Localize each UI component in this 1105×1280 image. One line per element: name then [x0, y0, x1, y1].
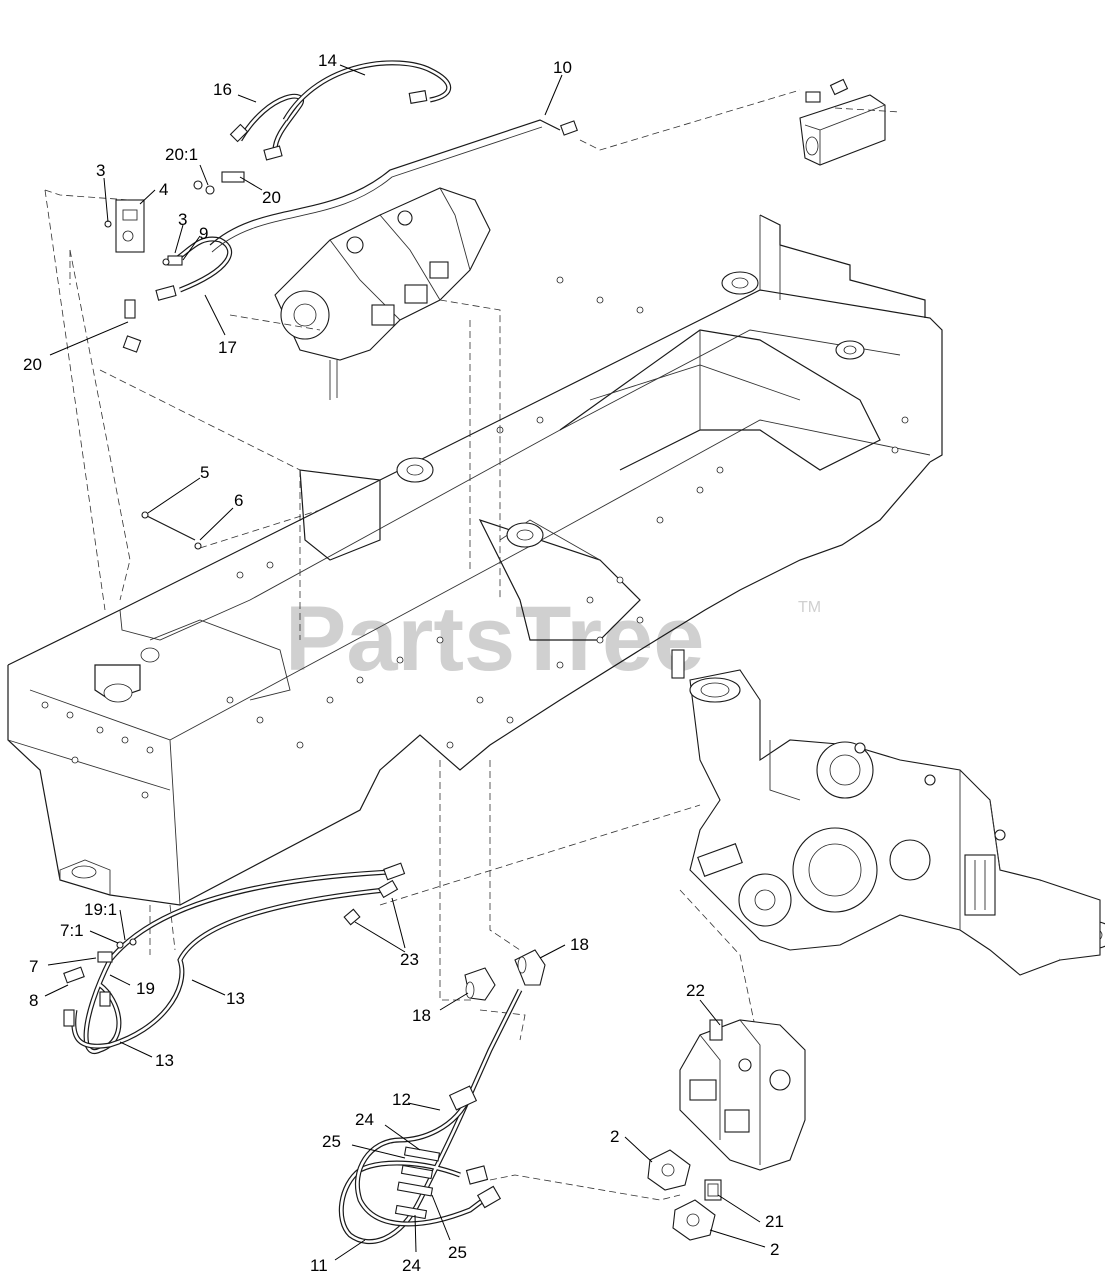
frame-holes	[41, 276, 909, 799]
callout-3a: 3	[96, 161, 105, 180]
charge-hoses	[338, 988, 523, 1245]
leader-lines	[44, 64, 766, 1261]
callout-2b: 2	[770, 1240, 779, 1259]
routing-lines	[44, 89, 901, 1201]
callout-20a: 20	[262, 188, 281, 207]
control-valve	[115, 199, 145, 253]
callout-4: 4	[159, 180, 168, 199]
callout-19-1: 19:1	[84, 900, 117, 919]
callout-9: 9	[199, 224, 208, 243]
callout-3b: 3	[178, 210, 187, 229]
hydro-pump-lower	[679, 1019, 806, 1171]
watermark-text: PartsTree	[285, 588, 704, 690]
hydraulic-hoses-lower	[63, 862, 406, 1054]
callout-23: 23	[400, 950, 419, 969]
callout-25a: 25	[322, 1132, 341, 1151]
callout-24b: 24	[402, 1256, 421, 1275]
transaxle-assembly	[689, 669, 1105, 976]
callout-7: 7	[29, 957, 38, 976]
callout-13b: 13	[155, 1051, 174, 1070]
callout-14: 14	[318, 51, 337, 70]
callout-19: 19	[136, 979, 155, 998]
callout-2a: 2	[610, 1127, 619, 1146]
hydro-pump-upper	[274, 187, 491, 400]
flanges-and-adapter	[647, 1149, 722, 1241]
relief-valve-block	[799, 94, 886, 166]
callout-8: 8	[29, 991, 38, 1010]
callout-10: 10	[553, 58, 572, 77]
main-frame	[7, 214, 943, 906]
callout-20-1: 20:1	[165, 145, 198, 164]
callout-5: 5	[200, 463, 209, 482]
callout-13a: 13	[226, 989, 245, 1008]
watermark-trademark: TM	[798, 599, 821, 616]
callout-16: 16	[213, 80, 232, 99]
callout-18b: 18	[412, 1006, 431, 1025]
callout-11: 11	[310, 1256, 328, 1275]
callout-labels: 14 16 10 20:1 3 4 20 3 9 17 20 5 6 19:1 …	[23, 51, 784, 1275]
elbow-fittings	[464, 949, 546, 1001]
callout-24a: 24	[355, 1110, 374, 1129]
callout-22: 22	[686, 981, 705, 1000]
callout-21: 21	[765, 1212, 784, 1231]
callout-7-1: 7:1	[60, 921, 84, 940]
callout-20b: 20	[23, 355, 42, 374]
callout-6: 6	[234, 491, 243, 510]
hydraulic-hoses-upper	[104, 60, 849, 353]
callout-17: 17	[218, 338, 237, 357]
bolt-assembly	[141, 509, 321, 550]
callout-18a: 18	[570, 935, 589, 954]
callout-12: 12	[392, 1090, 411, 1109]
callout-25b: 25	[448, 1243, 467, 1262]
